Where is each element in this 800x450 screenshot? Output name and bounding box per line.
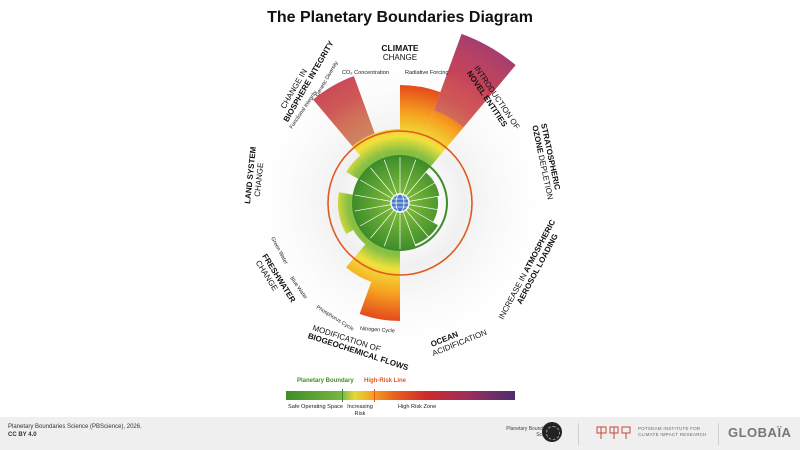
svg-text:CHANGE: CHANGE [253,162,266,197]
safe-land [352,179,400,227]
legend-high-risk-tick [374,389,375,402]
safe-freshwater [359,203,400,248]
legend-boundary-tick [342,389,343,402]
land-system-change-label: LAND SYSTEM CHANGE [243,146,266,204]
legend-increasing-risk: Increasing Risk [347,404,373,417]
globaia-logo: GLOBAÏA [728,425,792,440]
safe-biosphere [359,158,400,203]
safe-ozone [400,172,440,203]
legend-color-bar [286,391,515,400]
climate-change-label: CLIMATE CHANGE [381,43,418,62]
legend-planetary-boundary: Planetary Boundary [297,378,354,384]
credit-text: Planetary Boundaries Science (PBScience)… [8,424,142,438]
svg-text:CLIMATE: CLIMATE [381,43,418,53]
pik-name: POTSDAM INSTITUTE FOR CLIMATE IMPACT RES… [638,426,707,437]
novel-entities-wedge-fade [433,33,516,128]
globe-icon [390,193,410,213]
safe-climate [383,155,431,203]
safe-operating-space [352,155,447,250]
pbs-logo [542,422,562,442]
planetary-boundaries-diagram: CO₂ Concentration Radiative Forcing Gene… [240,33,562,373]
nitrogen-cycle-label: Nitrogen Cycle [360,326,395,334]
pik-logo [596,426,631,439]
footer-bar: Planetary Boundaries Science (PBScience)… [0,417,800,450]
legend-high-risk-line: High-Risk Line [364,378,407,384]
page-title: The Planetary Boundaries Diagram [267,9,533,26]
co2-concentration-label: CO₂ Concentration [342,70,389,76]
planetary-boundary-circle [352,155,448,251]
svg-text:CHANGE: CHANGE [383,53,417,62]
footer-divider [578,423,579,445]
radiative-forcing-label: Radiative Forcing [405,70,449,76]
footer-divider-2 [718,423,719,445]
legend-high-risk-zone: High Risk Zone [398,404,437,410]
safe-ocean [400,203,439,245]
high-risk-line-circle [327,130,473,276]
biosphere-genetic-wedge-fade [313,76,375,147]
legend-safe-space: Safe Operating Space [288,404,344,410]
